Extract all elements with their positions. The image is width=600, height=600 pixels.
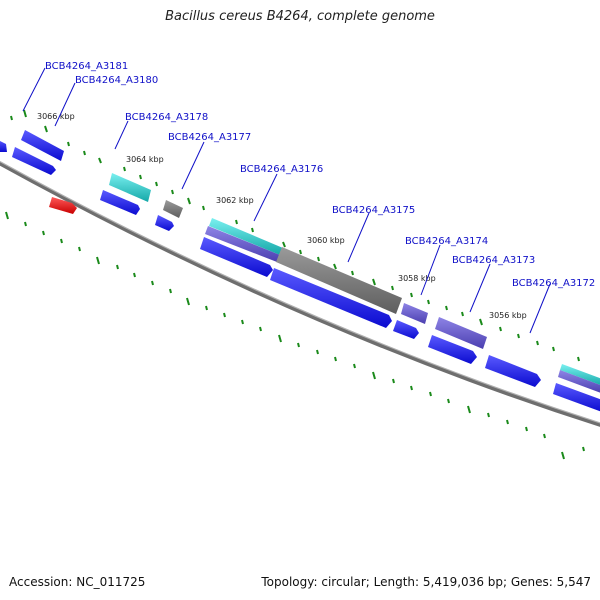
gene-feature[interactable] <box>276 247 402 314</box>
gene-feature[interactable] <box>553 383 600 412</box>
kbp-label: 3064 kbp <box>126 155 164 164</box>
gene-label-a3181[interactable]: BCB4264_A3181 <box>45 61 128 72</box>
kbp-label: 3066 kbp <box>37 112 75 121</box>
gene-feature[interactable] <box>435 317 487 349</box>
gene-feature[interactable] <box>393 320 419 339</box>
gene-label-a3174[interactable]: BCB4264_A3174 <box>405 236 488 247</box>
gene-feature[interactable] <box>270 268 392 328</box>
kbp-label: 3058 kbp <box>398 274 436 283</box>
gene-feature[interactable] <box>558 370 600 393</box>
gene-feature[interactable] <box>100 190 140 215</box>
kbp-labels: 3066 kbp 3064 kbp 3062 kbp 3060 kbp 3058… <box>37 112 527 320</box>
gene-feature[interactable] <box>109 173 151 202</box>
gene-feature[interactable] <box>560 364 600 386</box>
gene-feature[interactable] <box>205 226 280 262</box>
gene-label-a3172[interactable]: BCB4264_A3172 <box>512 278 595 289</box>
gene-track-outer <box>0 130 600 412</box>
accession-label: Accession: NC_011725 <box>9 575 146 589</box>
gene-feature[interactable] <box>49 197 77 214</box>
gene-feature[interactable] <box>485 355 541 387</box>
kbp-label: 3056 kbp <box>489 311 527 320</box>
gene-feature[interactable] <box>428 335 477 364</box>
gene-feature[interactable] <box>155 215 174 231</box>
genome-backbone <box>0 160 600 427</box>
upper-tick-row <box>10 109 580 362</box>
gene-feature[interactable] <box>12 147 56 175</box>
genome-title: Bacillus cereus B4264, complete genome <box>165 9 435 24</box>
kbp-label: 3062 kbp <box>216 196 254 205</box>
gene-label-a3177[interactable]: BCB4264_A3177 <box>168 132 251 143</box>
gene-label-a3180[interactable]: BCB4264_A3180 <box>75 75 158 86</box>
gene-label-a3178[interactable]: BCB4264_A3178 <box>125 112 208 123</box>
gene-feature[interactable] <box>209 218 283 255</box>
gene-feature[interactable] <box>200 237 273 277</box>
gene-label-a3173[interactable]: BCB4264_A3173 <box>452 255 535 266</box>
genome-summary-label: Topology: circular; Length: 5,419,036 bp… <box>261 575 591 589</box>
gene-label-leaders <box>22 67 551 334</box>
gene-feature[interactable] <box>0 140 7 152</box>
gene-label-a3176[interactable]: BCB4264_A3176 <box>240 164 323 175</box>
lower-tick-row <box>5 211 585 460</box>
gene-feature[interactable] <box>401 303 428 324</box>
gene-label-a3175[interactable]: BCB4264_A3175 <box>332 205 415 216</box>
gene-labels: BCB4264_A3181 BCB4264_A3180 BCB4264_A317… <box>45 61 595 289</box>
kbp-label: 3060 kbp <box>307 236 345 245</box>
gene-feature[interactable] <box>163 200 183 218</box>
gene-feature[interactable] <box>21 130 64 161</box>
